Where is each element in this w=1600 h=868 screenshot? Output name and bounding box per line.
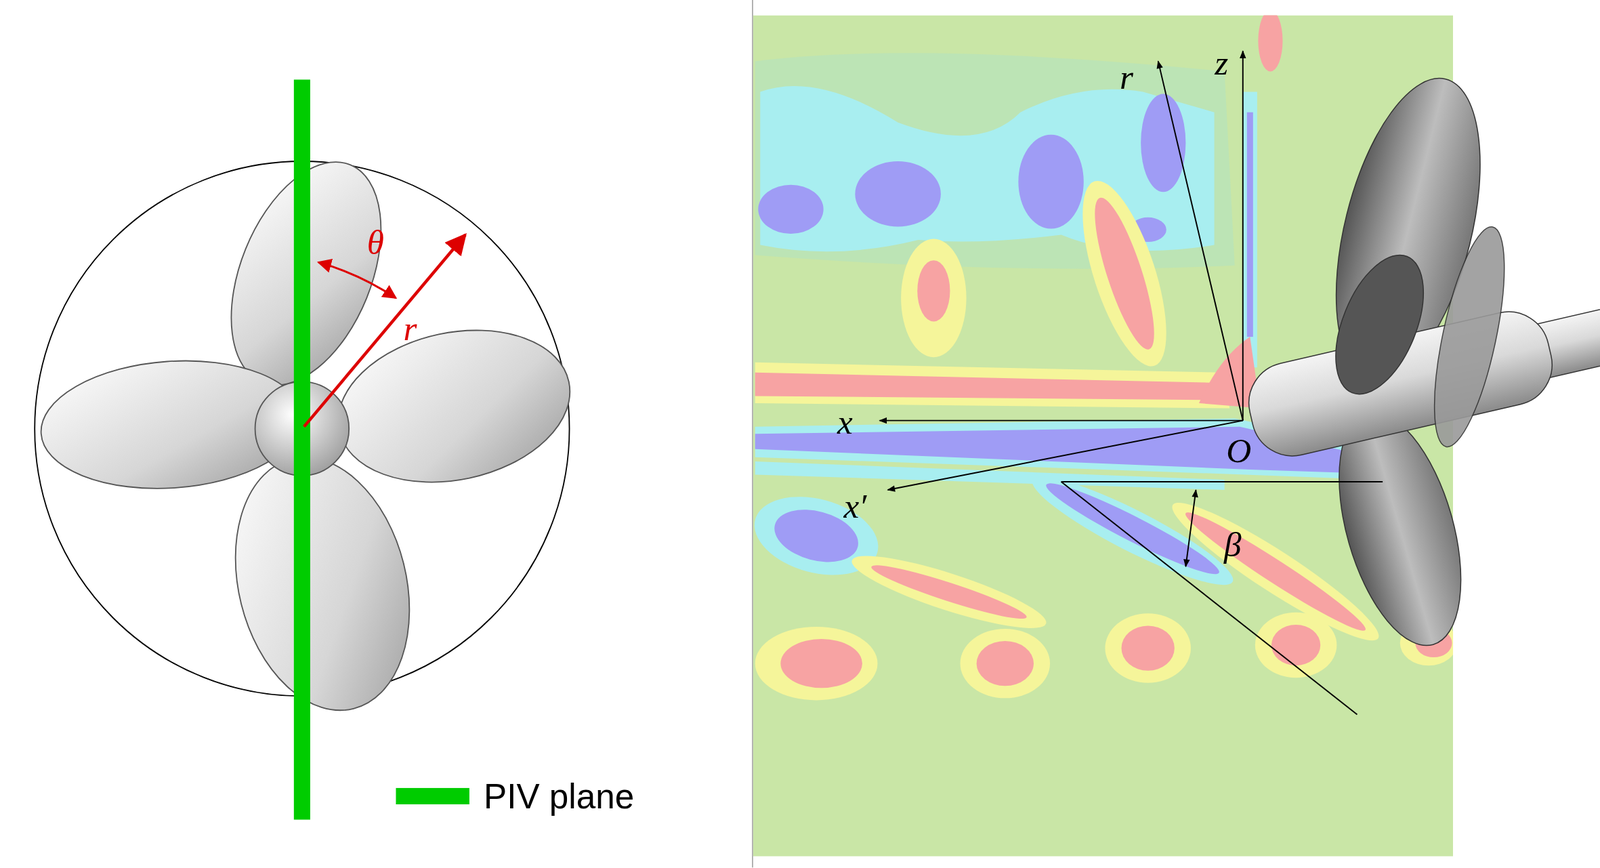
legend-text: PIV plane: [483, 778, 635, 813]
legend-swatch: [395, 787, 469, 805]
axis-label: r: [1119, 60, 1134, 95]
radius-label: r: [403, 310, 418, 346]
axis-label: z: [1214, 46, 1229, 81]
propeller-front-view: [34, 79, 584, 819]
axis-label: x: [837, 405, 853, 440]
angle-label: θ: [367, 225, 385, 261]
coordinate-axes: [879, 50, 1383, 714]
propeller-side-view: [1240, 63, 1600, 660]
origin-label: O: [1226, 433, 1252, 469]
angle-label: β: [1224, 527, 1242, 563]
axis-label: x′: [843, 489, 867, 524]
